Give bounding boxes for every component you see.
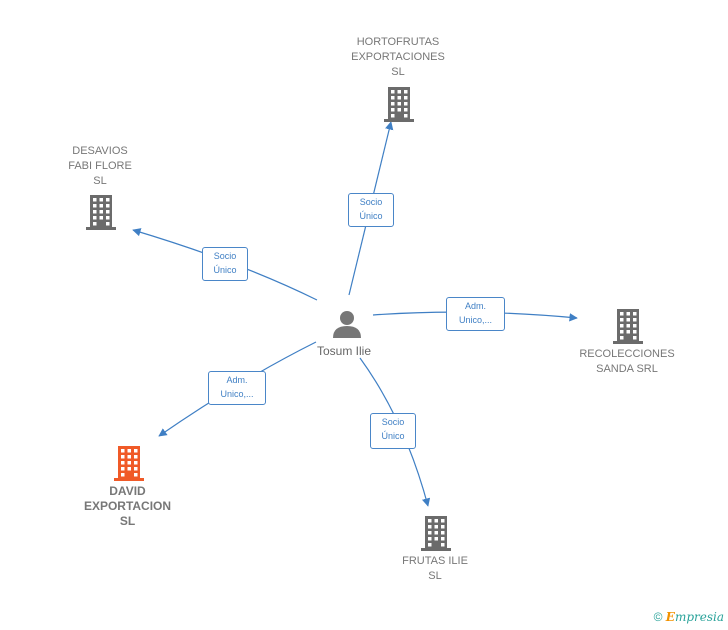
david-building-icon[interactable] [114, 446, 144, 481]
desavios-building-icon[interactable] [86, 195, 116, 230]
node-label-recolecciones[interactable]: RECOLECCIONES SANDA SRL [579, 348, 675, 375]
frutas-building-icon[interactable] [421, 516, 451, 551]
hortofrutas-building-icon[interactable] [384, 87, 414, 122]
brand-initial: E [665, 610, 675, 624]
brand-name: mpresia [674, 610, 724, 624]
edge-label-david: Adm. Unico,... [208, 371, 266, 405]
node-label-frutas[interactable]: FRUTAS ILIE SL [402, 555, 468, 582]
node-label-david[interactable]: DAVID EXPORTACION SL [83, 484, 172, 528]
recolecciones-building-icon[interactable] [613, 309, 643, 344]
edge-label-recolecciones: Adm. Unico,... [446, 297, 505, 331]
person-icon[interactable] [333, 311, 361, 338]
copyright-symbol: © [653, 610, 663, 624]
node-label-hortofrutas[interactable]: HORTOFRUTAS EXPORTACIONES SL [351, 36, 445, 78]
edge-label-hortofrutas: Socio Único [348, 193, 394, 227]
footer-brand: © Empresia [654, 610, 724, 624]
node-label-desavios[interactable]: DESAVIOS FABI FLORE SL [68, 145, 132, 187]
center-person-label[interactable]: Tosum Ilie [316, 344, 372, 358]
edge-label-desavios: Socio Único [202, 247, 248, 281]
edge-label-frutas: Socio Único [370, 413, 416, 449]
